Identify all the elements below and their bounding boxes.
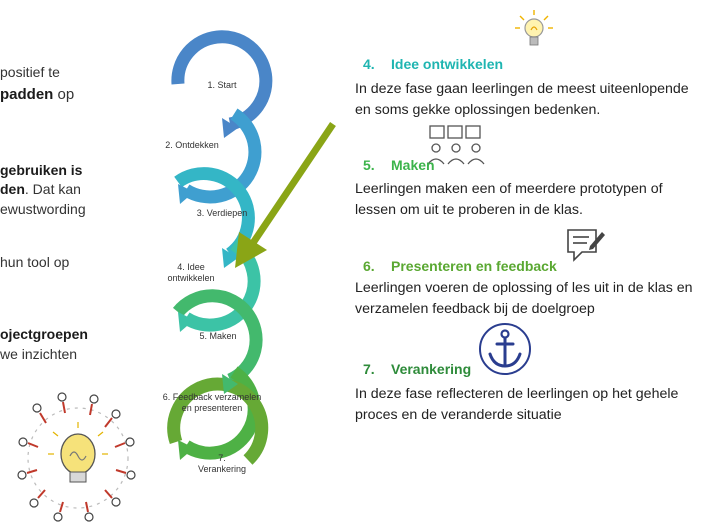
step-label-1: 1. Start <box>207 80 237 90</box>
lightbulb-people-illustration <box>17 392 136 522</box>
ring-5 <box>172 289 263 386</box>
phase-5-body: Leerlingen maken een of meerdere prototy… <box>355 181 663 218</box>
left-text-line-7: ojectgroepen <box>0 326 88 342</box>
ring-2 <box>182 108 262 204</box>
pointer-arrow <box>235 122 336 268</box>
ring-6 <box>182 366 261 460</box>
ring-arrowheads <box>178 118 238 460</box>
ring-1 <box>171 30 273 131</box>
phase-6-body: Leerlingen voeren de oplossing of les ui… <box>355 280 693 317</box>
step-label-7: 7.Verankering <box>197 453 247 474</box>
left-text-line-2: padden op <box>0 86 75 103</box>
left-text-line-1: positief te <box>0 64 60 80</box>
left-text-line-5: ewustwording <box>0 201 86 217</box>
anchor-icon <box>479 323 531 375</box>
step-label-3: 3. Verdiepen <box>196 208 248 218</box>
left-text-line-3: gebruiken is <box>0 162 83 178</box>
left-text-line-4: den. Dat kan <box>0 181 81 197</box>
phase-7-body: In deze fase reflecteren de leerlingen o… <box>355 386 679 423</box>
phase-4-heading: 4.Idee ontwikkelen <box>363 56 504 72</box>
phase-4-body: In deze fase gaan leerlingen de meest ui… <box>355 81 689 118</box>
phase-5-heading: 5.Maken <box>363 157 435 173</box>
phase-6-heading: 6.Presenteren en feedback <box>363 258 557 274</box>
step-label-5: 5. Maken <box>199 331 237 341</box>
lightbulb-icon <box>515 10 553 46</box>
step-label-2: 2. Ontdekken <box>165 140 219 150</box>
feedback-form-icon <box>567 229 605 262</box>
phase-7-heading: 7.Verankering <box>363 361 472 377</box>
left-text-line-6: hun tool op <box>0 254 70 270</box>
left-text-line-8: we inzichten <box>0 346 78 362</box>
team-puzzle-icon <box>427 125 485 165</box>
